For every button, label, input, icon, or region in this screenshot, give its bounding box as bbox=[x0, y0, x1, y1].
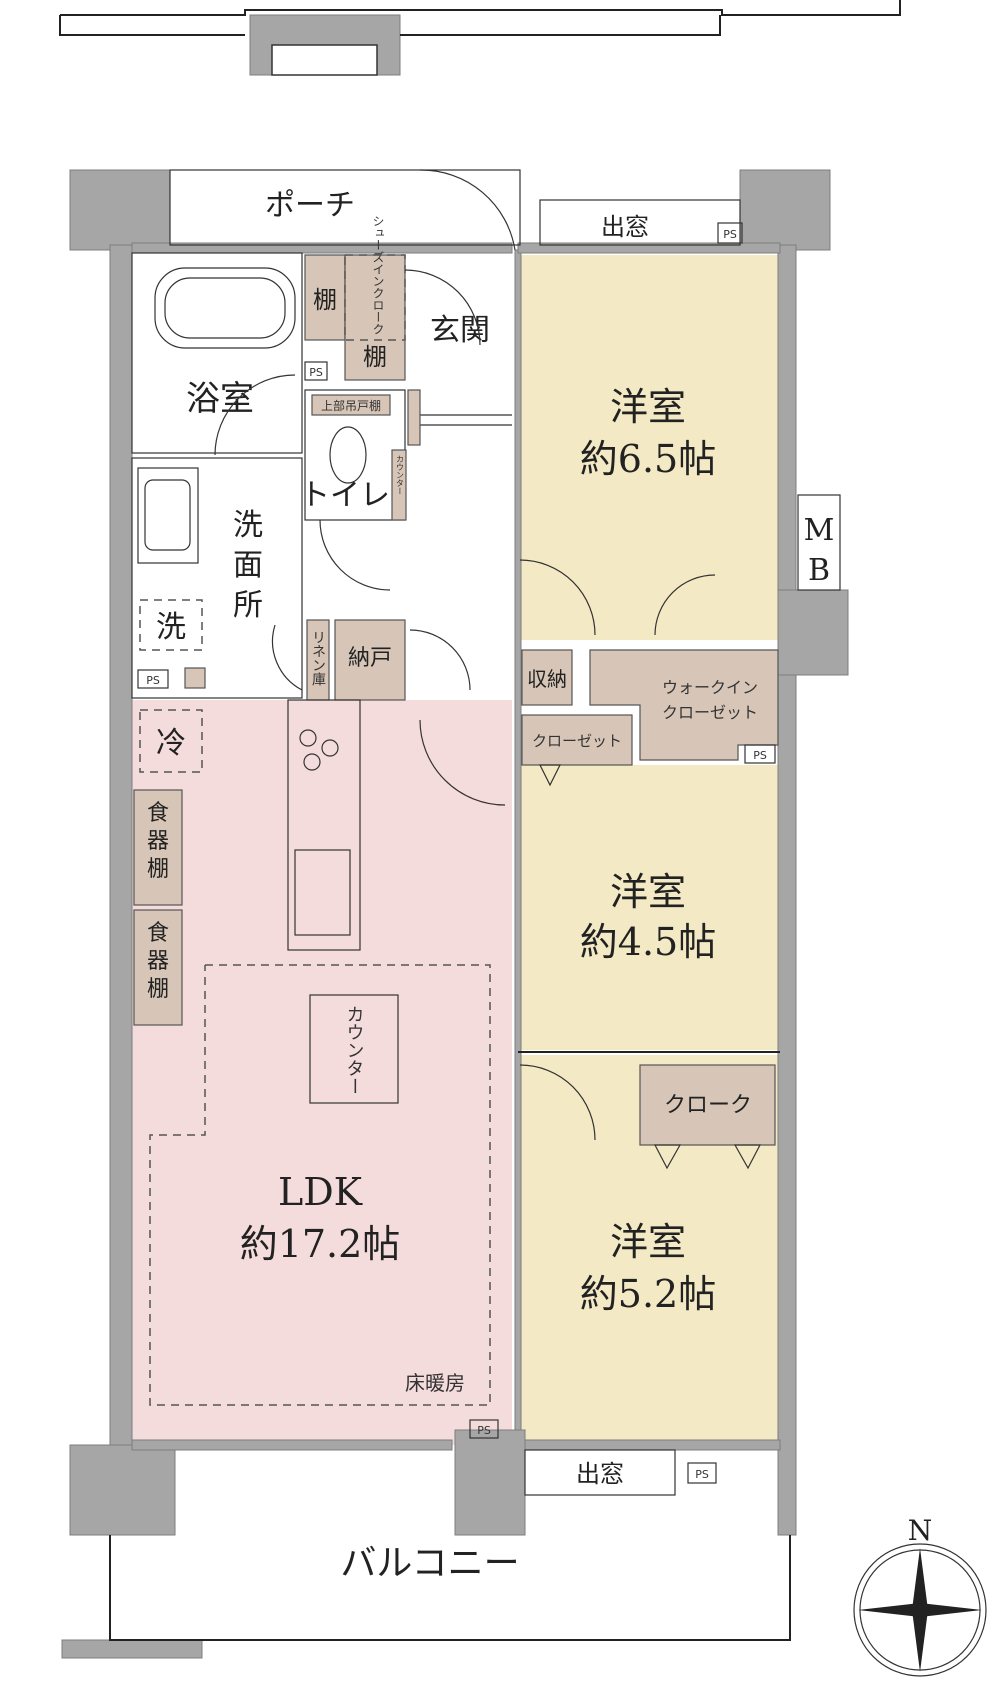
room1-name: 洋室 bbox=[610, 385, 686, 429]
western-room-1-floor bbox=[518, 255, 778, 640]
shelf1-label: 棚 bbox=[313, 286, 337, 314]
ps-label: PS bbox=[309, 366, 323, 379]
washer-label: 洗 bbox=[156, 610, 186, 645]
compass-ring-icon bbox=[853, 1543, 987, 1677]
ps-label: PS bbox=[695, 1468, 709, 1481]
room2-name: 洋室 bbox=[610, 870, 686, 914]
shelf2-label: 棚 bbox=[363, 343, 387, 371]
washroom-label-part1: 洗 bbox=[233, 508, 263, 543]
bath-door-swing bbox=[214, 374, 296, 456]
upper-cabinet-label: 上部吊戸棚 bbox=[321, 398, 381, 413]
washroom-label-part2: 面 bbox=[233, 548, 263, 583]
mb-b-label: B bbox=[808, 553, 830, 588]
outer-walls bbox=[61, 169, 849, 1659]
toilet-room: 上部吊戸棚 トイレ カウンター bbox=[300, 389, 421, 591]
shoe-cloak-label: シューズインクローク bbox=[371, 215, 385, 335]
dish-shelf1-c: 棚 bbox=[147, 857, 169, 882]
shoe-cloak-area: 棚 棚 シューズインクローク PS bbox=[304, 215, 406, 381]
bay-window-bottom-label: 出窓 bbox=[576, 1460, 624, 1488]
room1-door-swing bbox=[519, 559, 596, 636]
counter-small-label: カウンター bbox=[396, 455, 405, 495]
stove-icon bbox=[299, 729, 317, 747]
compass: N bbox=[853, 1514, 987, 1677]
balcony-label: バルコニー bbox=[340, 1543, 519, 1584]
linen-label: リネン庫 bbox=[310, 630, 326, 686]
storage-walkin: 収納 ウォークイン クローゼット PS クローゼット bbox=[521, 649, 779, 787]
entrance: 玄関 bbox=[404, 269, 512, 426]
ps-label: PS bbox=[723, 228, 737, 241]
entrance-door-swing bbox=[419, 169, 516, 251]
upper-neighbor-outline bbox=[59, 0, 901, 76]
entrance-label: 玄関 bbox=[430, 313, 490, 348]
toilet-icon bbox=[329, 426, 367, 484]
storage-label: 収納 bbox=[527, 667, 567, 691]
ldk: LDK 約17.2帖 床暖房 PS bbox=[149, 964, 499, 1439]
room3-size: 約5.2帖 bbox=[580, 1272, 716, 1316]
walkin-label-2: クローゼット bbox=[662, 703, 758, 722]
ldk-floor bbox=[132, 700, 512, 1445]
ldk-size: 約17.2帖 bbox=[240, 1222, 401, 1266]
western-room-2-floor bbox=[518, 765, 778, 1050]
washroom: 洗 面 所 洗 PS bbox=[131, 457, 303, 699]
toilet-door-swing bbox=[319, 519, 391, 591]
dish-shelf1-a: 食 bbox=[147, 801, 169, 826]
washroom-door-swing bbox=[271, 624, 303, 691]
storeroom-label: 納戸 bbox=[348, 646, 392, 671]
room1-closet-door-swing bbox=[654, 574, 716, 636]
storeroom-door-swing bbox=[409, 629, 471, 691]
closet-label: クローゼット bbox=[532, 732, 622, 750]
vanity-icon bbox=[137, 467, 199, 564]
compass-north-label: N bbox=[908, 1514, 933, 1547]
kitchen-door-swing bbox=[419, 719, 506, 806]
dish-shelf1-b: 器 bbox=[147, 829, 169, 854]
ps-label: PS bbox=[753, 749, 767, 762]
room2-size: 約4.5帖 bbox=[580, 920, 716, 964]
western-room-2: 洋室 約4.5帖 bbox=[518, 870, 780, 1053]
toilet-label: トイレ bbox=[300, 478, 390, 513]
room1-size: 約6.5帖 bbox=[580, 437, 716, 481]
shoe-door-swing bbox=[404, 269, 481, 346]
bath-label: 浴室 bbox=[186, 379, 254, 419]
western-room-1: 洋室 約6.5帖 bbox=[519, 385, 716, 636]
balcony: バルコニー bbox=[109, 1535, 791, 1641]
cloak-label: クローク bbox=[664, 1093, 752, 1118]
kitchen: カウンター bbox=[287, 699, 506, 1104]
room3-name: 洋室 bbox=[610, 1220, 686, 1264]
ldk-name: LDK bbox=[278, 1170, 363, 1214]
dish-shelf2-a: 食 bbox=[147, 921, 169, 946]
porch-label: ポーチ bbox=[265, 188, 355, 223]
ps-label: PS bbox=[477, 1424, 491, 1437]
bay-window-top-label: 出窓 bbox=[601, 213, 649, 241]
mb-m-label: M bbox=[804, 513, 835, 548]
fridge-label: 冷 bbox=[156, 726, 186, 761]
western-room-3: クローク 洋室 約5.2帖 bbox=[519, 1064, 776, 1316]
bay-window-top: 出窓 PS bbox=[539, 199, 743, 246]
kitchen-counter-label: カウンター bbox=[344, 1005, 365, 1095]
porch: ポーチ bbox=[169, 169, 521, 251]
walkin-label-1: ウォークイン bbox=[662, 678, 758, 697]
bay-window-bottom: 出窓 PS bbox=[524, 1449, 717, 1496]
meter-box: M B bbox=[797, 494, 841, 591]
dish-shelf2-b: 器 bbox=[147, 949, 169, 974]
linen-storeroom: リネン庫 納戸 bbox=[306, 619, 471, 701]
dish-shelf2-c: 棚 bbox=[147, 977, 169, 1002]
dining-storage: 冷 食 器 棚 食 器 棚 bbox=[133, 709, 203, 1026]
room3-door-swing bbox=[519, 1064, 596, 1141]
bathtub-icon bbox=[154, 267, 296, 349]
sink-icon bbox=[294, 849, 351, 936]
washroom-label-part3: 所 bbox=[233, 588, 263, 623]
floor-heating-label: 床暖房 bbox=[405, 1371, 465, 1395]
bathroom: 浴室 bbox=[131, 252, 303, 456]
ps-label: PS bbox=[146, 674, 160, 687]
